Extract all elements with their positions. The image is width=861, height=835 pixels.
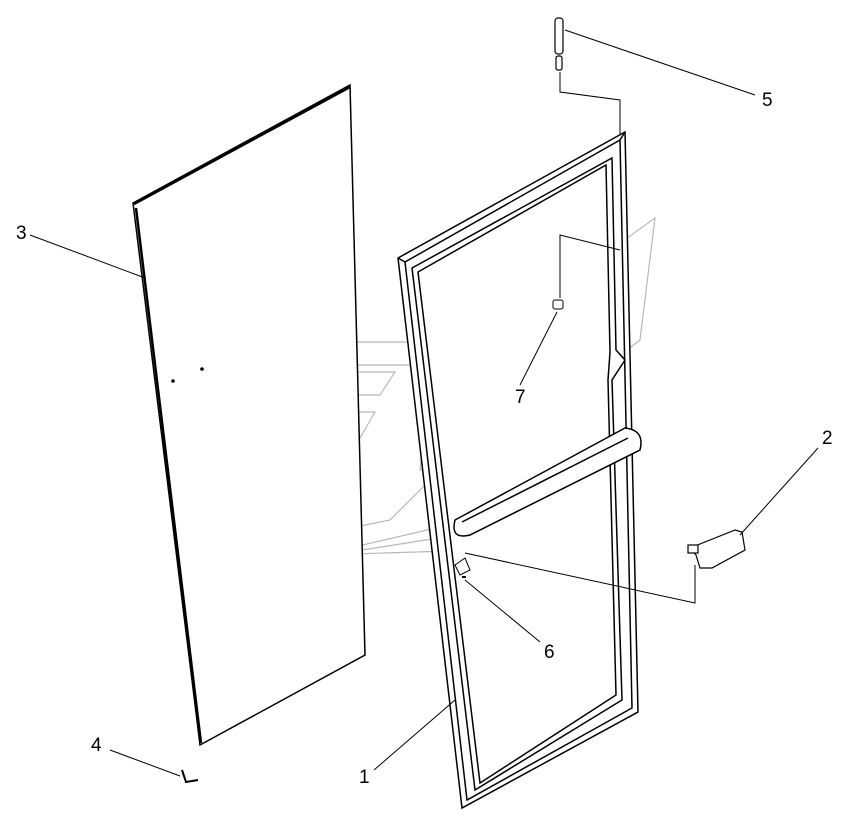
door-handle xyxy=(453,427,642,537)
latch xyxy=(687,529,746,569)
callout-1: 1 xyxy=(359,767,370,788)
callout-3: 3 xyxy=(16,223,27,244)
nut xyxy=(552,299,564,310)
glass-panel xyxy=(132,83,366,747)
callout-7: 7 xyxy=(515,387,526,408)
bracket xyxy=(181,769,199,784)
callout-5: 5 xyxy=(762,90,773,111)
callout-6: 6 xyxy=(544,642,555,663)
hinge-pin xyxy=(554,17,564,71)
callout-2: 2 xyxy=(822,428,833,449)
leader-lines xyxy=(29,29,819,777)
callout-4: 4 xyxy=(91,735,102,756)
door-frame xyxy=(397,130,639,810)
screw xyxy=(454,557,471,578)
